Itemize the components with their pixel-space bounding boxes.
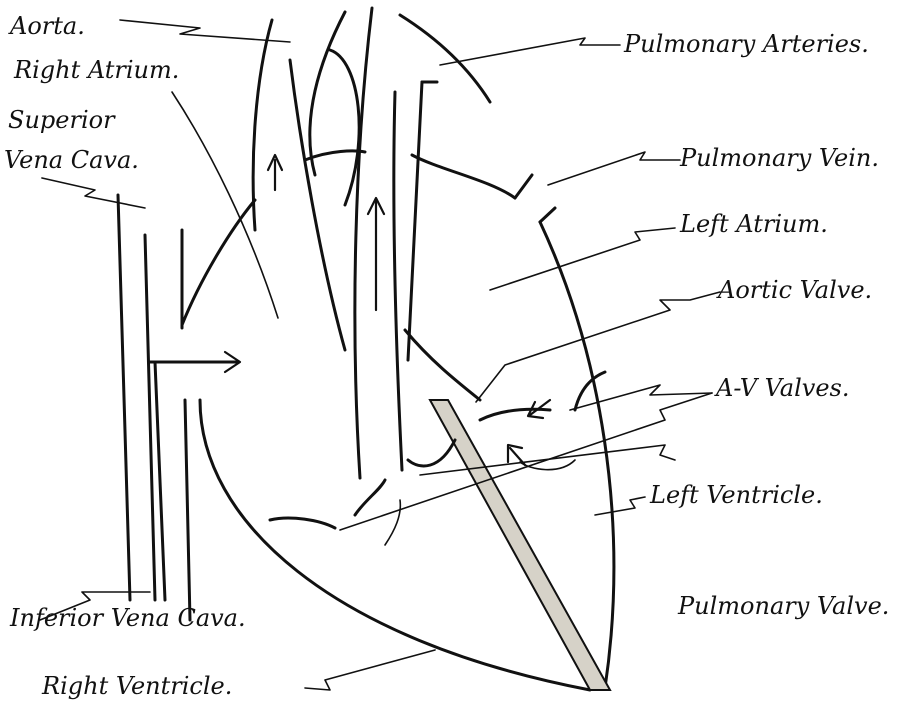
label-inferior-vena-cava: Inferior Vena Cava. [10,606,246,630]
septum [430,400,610,690]
label-right-atrium: Right Atrium. [14,58,179,82]
pointer-lines [40,20,720,690]
label-aortic-valve: Aortic Valve. [718,278,872,302]
label-superior-vena-cava-2: Vena Cava. [4,148,139,172]
label-pulmonary-vein: Pulmonary Vein. [680,146,879,170]
label-left-ventricle: Left Ventricle. [650,483,823,507]
label-pulmonary-valve: Pulmonary Valve. [678,594,889,618]
label-aorta: Aorta. [10,14,85,38]
left-heart-outline [405,155,614,688]
right-ventricle-outline [200,400,590,690]
vena-cava-vessel [118,195,240,620]
label-right-ventricle: Right Ventricle. [42,674,232,698]
label-superior-vena-cava-1: Superior [8,108,115,132]
great-vessels [253,8,490,478]
label-left-atrium: Left Atrium. [680,212,828,236]
label-av-valves: A-V Valves. [716,376,849,400]
right-atrium-outline [182,200,255,325]
label-pulmonary-arteries: Pulmonary Arteries. [624,32,869,56]
